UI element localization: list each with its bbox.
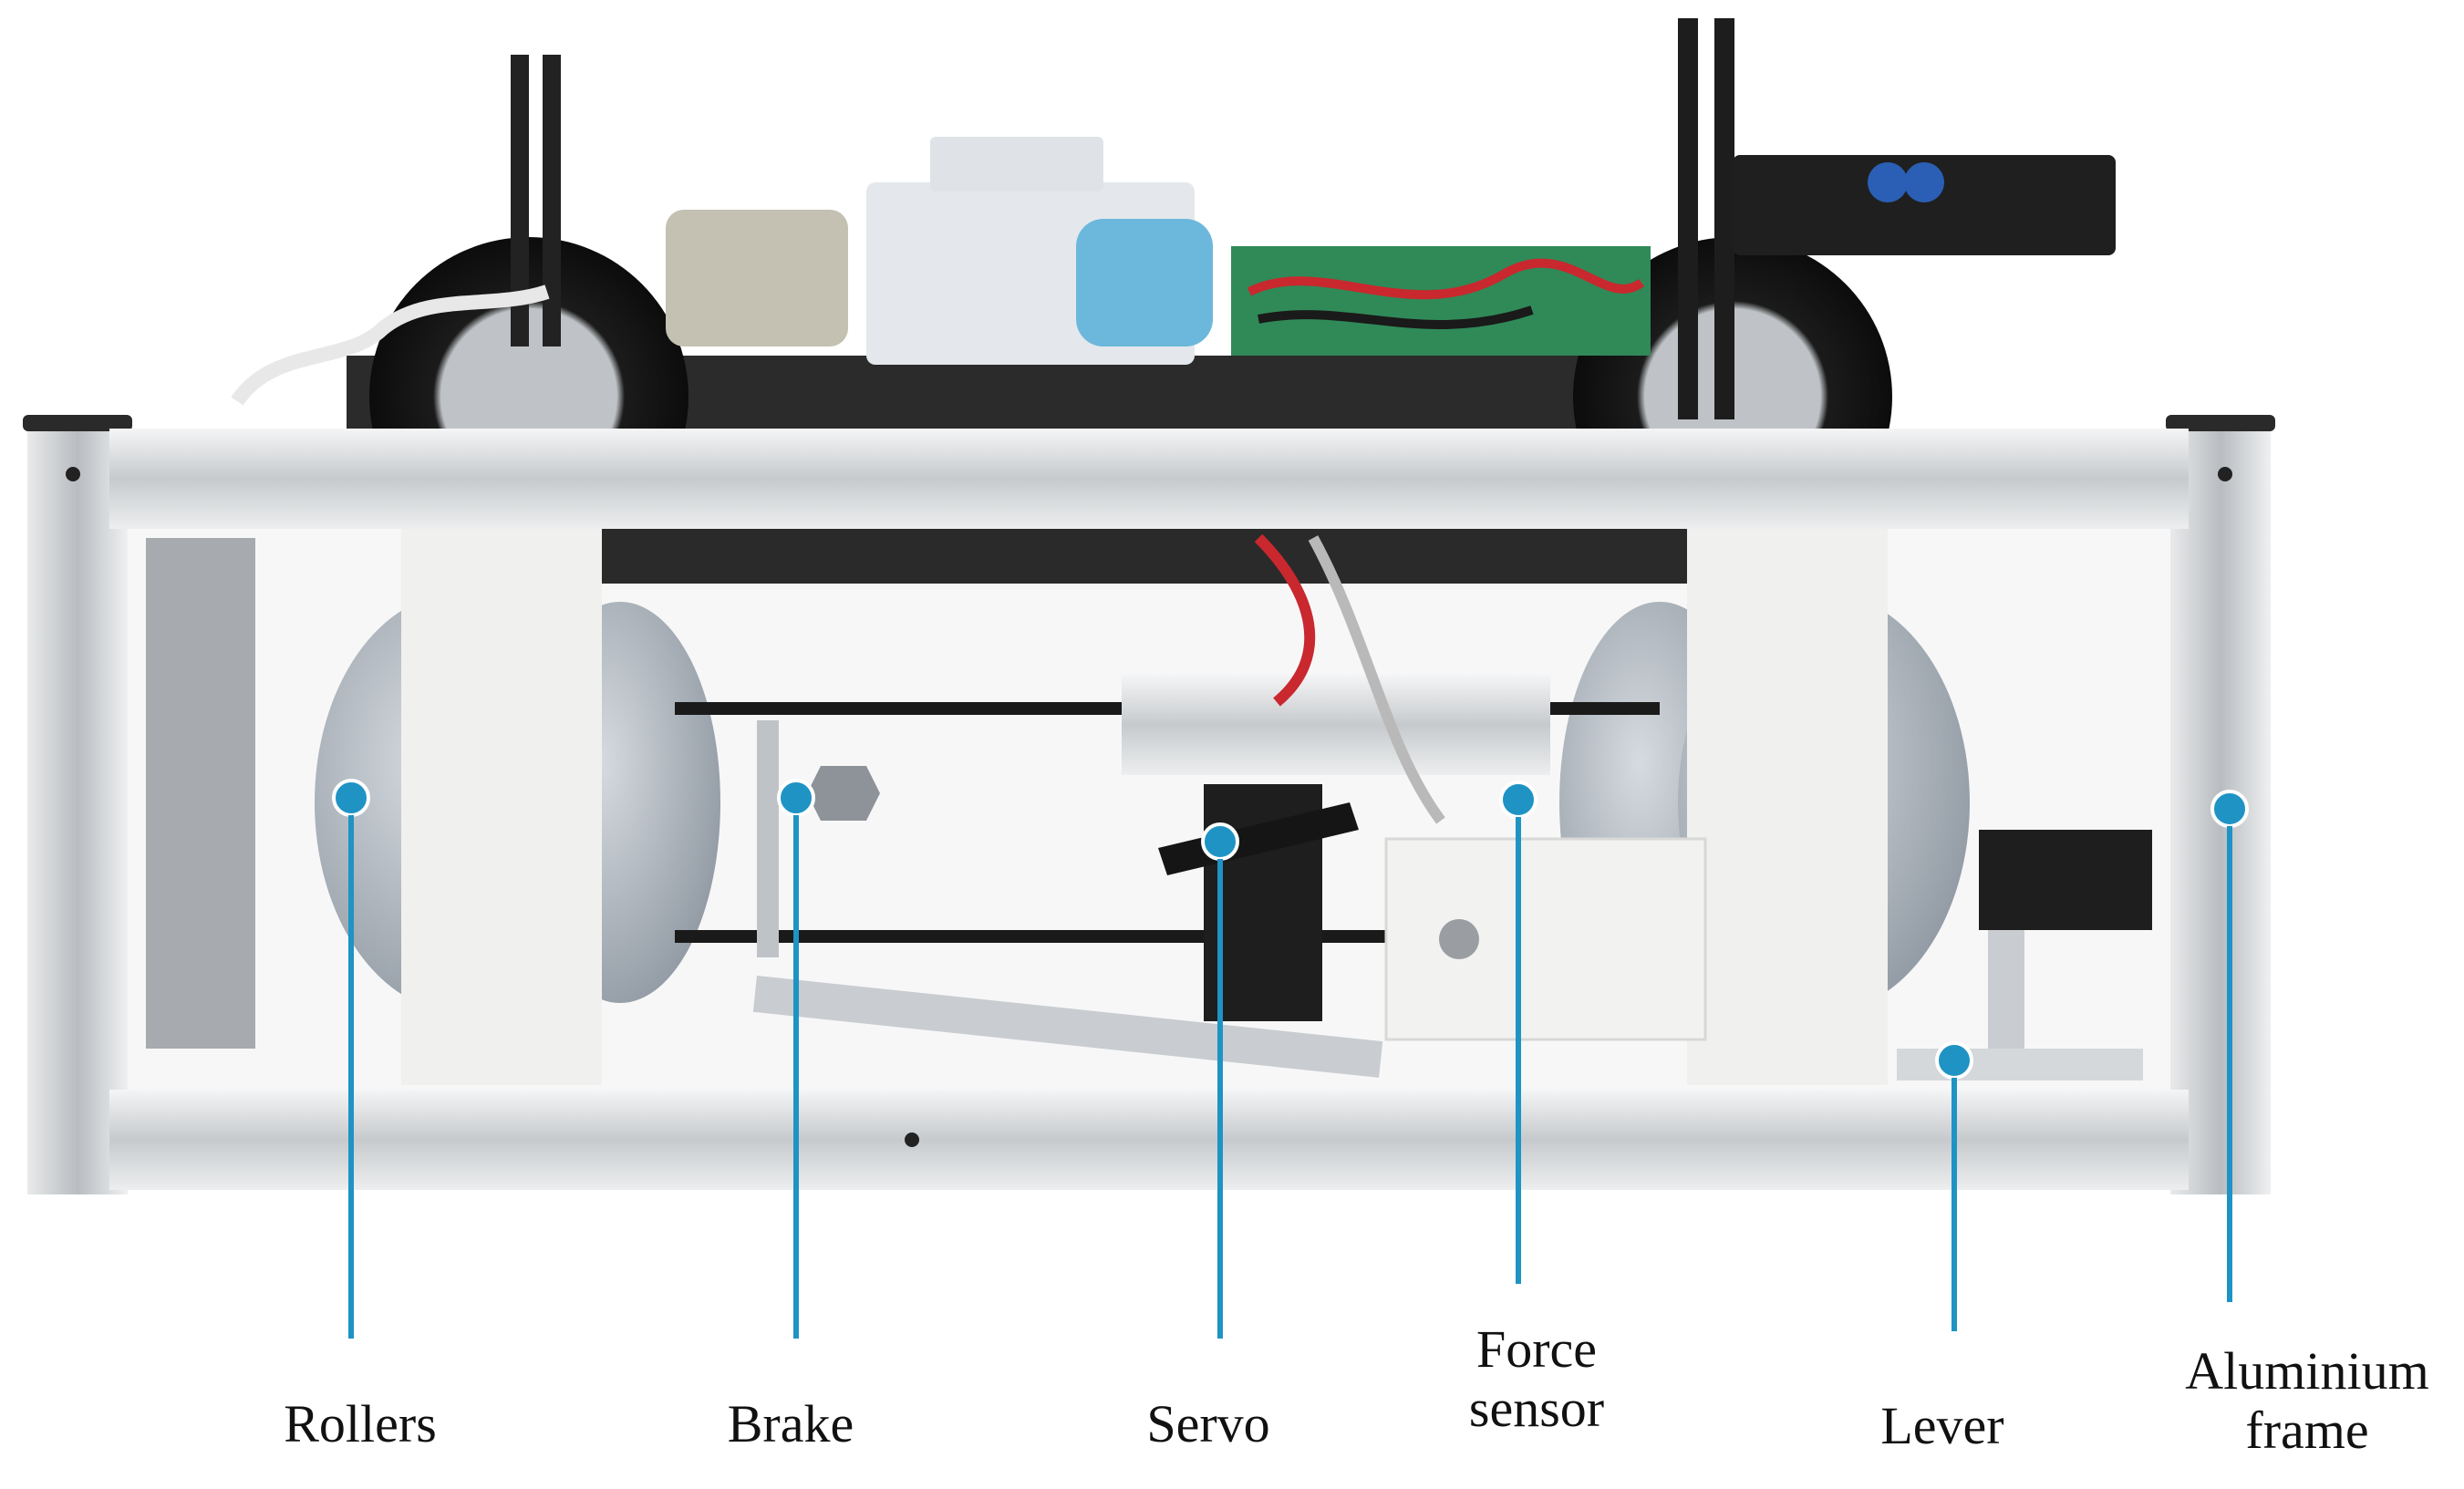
control-board bbox=[1231, 246, 1651, 356]
label-force-sensor: Force sensor bbox=[1468, 1319, 1605, 1438]
side-panel bbox=[146, 538, 255, 1049]
brake-bracket bbox=[757, 720, 779, 957]
mount-post bbox=[511, 55, 529, 346]
callout-dot-brake bbox=[777, 779, 815, 817]
mount-post bbox=[1714, 18, 1734, 419]
sensor-wire bbox=[1308, 535, 1445, 824]
frame-rail-top bbox=[109, 429, 2189, 529]
lever-plate bbox=[1897, 1049, 2143, 1081]
callout-dot-aluminium-frame bbox=[2210, 790, 2249, 828]
sensor-wire bbox=[1254, 533, 1316, 707]
callouts bbox=[332, 779, 2249, 1339]
label-servo: Servo bbox=[1146, 1394, 1270, 1453]
mount-post bbox=[543, 55, 561, 346]
servo-arm bbox=[1158, 802, 1359, 875]
bolt-hole bbox=[2218, 467, 2232, 481]
capacitor bbox=[1904, 162, 1944, 202]
motor bbox=[666, 210, 848, 346]
brake-lever-rod bbox=[752, 975, 1383, 1078]
dyno-mechanism bbox=[315, 529, 2152, 1085]
force-sensor-beam bbox=[1122, 675, 1550, 775]
label-rollers: Rollers bbox=[284, 1394, 437, 1453]
lever-support bbox=[1988, 930, 2024, 1067]
roller-bracket-right bbox=[1687, 529, 1888, 1085]
receiver-board bbox=[1733, 155, 2116, 255]
sensor-bracket bbox=[1384, 837, 1707, 1041]
callout-dot-rollers bbox=[332, 779, 370, 817]
tubing bbox=[231, 284, 550, 406]
frame-rail-bottom bbox=[109, 1090, 2189, 1190]
callout-dot-lever bbox=[1935, 1041, 1973, 1080]
wiring bbox=[1247, 258, 1644, 300]
label-brake: Brake bbox=[727, 1394, 854, 1453]
frame-post-left bbox=[27, 419, 128, 1194]
roller-bracket-left bbox=[401, 529, 602, 1085]
capacitor bbox=[1868, 162, 1908, 202]
bolt-hole bbox=[905, 1132, 919, 1147]
battery-cap bbox=[1076, 219, 1213, 346]
bracket-screw bbox=[1439, 919, 1479, 959]
callout-dot-servo bbox=[1201, 822, 1239, 861]
battery-clip bbox=[930, 137, 1103, 191]
brake-nut bbox=[807, 766, 880, 821]
post-cap bbox=[23, 415, 132, 431]
callout-dot-force-sensor bbox=[1499, 781, 1537, 819]
lever-actuator bbox=[1979, 830, 2152, 930]
mount-post bbox=[1678, 18, 1698, 419]
label-lever: Lever bbox=[1880, 1396, 2004, 1455]
bolt-hole bbox=[66, 467, 80, 481]
post-cap bbox=[2166, 415, 2275, 431]
label-aluminium-frame: Aluminium frame bbox=[2185, 1341, 2429, 1460]
wiring bbox=[1258, 305, 1534, 329]
car-underbody bbox=[602, 529, 1696, 584]
